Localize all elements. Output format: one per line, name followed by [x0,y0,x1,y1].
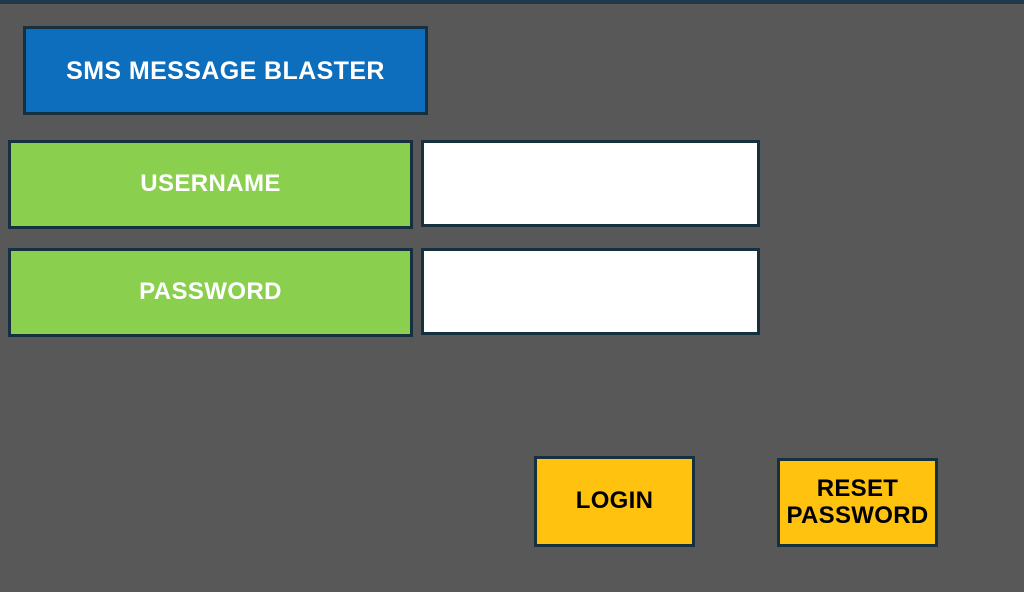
reset-password-label-line1: RESET [816,474,899,502]
top-border-strip [0,0,1024,4]
username-label: USERNAME [8,140,413,229]
password-label: PASSWORD [8,248,413,337]
reset-password-label-line2: PASSWORD [786,501,929,529]
username-input[interactable] [421,140,760,227]
password-input[interactable] [421,248,760,335]
login-button[interactable]: LOGIN [534,456,695,547]
page-title: SMS MESSAGE BLASTER [23,26,428,115]
reset-password-button[interactable]: RESET PASSWORD [777,458,938,547]
